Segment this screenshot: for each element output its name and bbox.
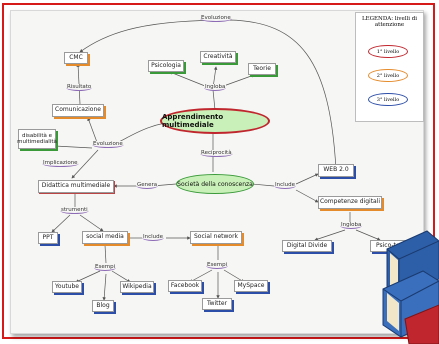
- books-illustration: [382, 230, 439, 344]
- node-competenze[interactable]: Competenze digitali: [318, 196, 382, 209]
- node-social-network[interactable]: Social network: [190, 231, 242, 244]
- legend-level-2: 2° livello: [368, 69, 408, 82]
- connector-reciprocita: Reciprocità: [200, 150, 233, 158]
- node-social-media[interactable]: social media: [82, 231, 128, 244]
- node-web20[interactable]: WEB 2.0: [318, 164, 354, 177]
- node-youtube[interactable]: Youtube: [52, 281, 82, 293]
- connector-evoluzione-mid: Evoluzione: [92, 141, 124, 149]
- connector-genera: Genera: [136, 182, 159, 190]
- connector-ingloba-top: Ingloba: [204, 84, 227, 92]
- connector-ingloba-bottom: Ingloba: [340, 222, 363, 230]
- connector-esempi-left: Esempi: [94, 264, 117, 272]
- node-disabilita[interactable]: disabilità e multimedialità: [17, 129, 57, 149]
- node-comunicazione[interactable]: Comunicazione: [52, 104, 104, 117]
- node-digital-divide[interactable]: Digital Divide: [282, 240, 332, 252]
- legend-level-3: 3° livello: [368, 93, 408, 106]
- connector-include-mid: Include: [142, 234, 165, 242]
- node-facebook[interactable]: Facebook: [168, 280, 202, 292]
- connector-include-right: Include: [274, 182, 297, 190]
- node-wikipedia[interactable]: Wikipedia: [120, 281, 154, 293]
- connector-risultato: Risultato: [66, 84, 93, 92]
- node-creativita[interactable]: Creatività: [200, 51, 236, 63]
- connector-esempi-right: Esempi: [206, 262, 229, 270]
- node-cmc[interactable]: CMC: [64, 52, 88, 64]
- connector-strumenti: strumenti: [60, 207, 89, 215]
- node-blog[interactable]: Blog: [92, 300, 114, 312]
- society-node[interactable]: Società della conoscenza: [176, 174, 254, 194]
- legend-level-1: 1° livello: [368, 45, 408, 58]
- node-didattica[interactable]: Didattica multimediale: [38, 180, 114, 193]
- book-icon: [404, 304, 439, 344]
- node-psicologia[interactable]: Psicologia: [148, 60, 184, 72]
- central-topic[interactable]: Apprendimento multimediale: [160, 108, 270, 134]
- legend-box: LEGENDA: livelli di attenzione 1° livell…: [355, 12, 424, 122]
- node-myspace[interactable]: MySpace: [234, 280, 268, 292]
- legend-title: LEGENDA: livelli di attenzione: [361, 16, 418, 29]
- connector-evoluzione-top: Evoluzione: [200, 15, 232, 23]
- node-teorie[interactable]: Teorie: [248, 63, 276, 75]
- node-twitter[interactable]: Twitter: [202, 298, 232, 310]
- connector-implicazione: Implicazione: [42, 160, 79, 168]
- node-ppt[interactable]: PPT: [38, 232, 58, 244]
